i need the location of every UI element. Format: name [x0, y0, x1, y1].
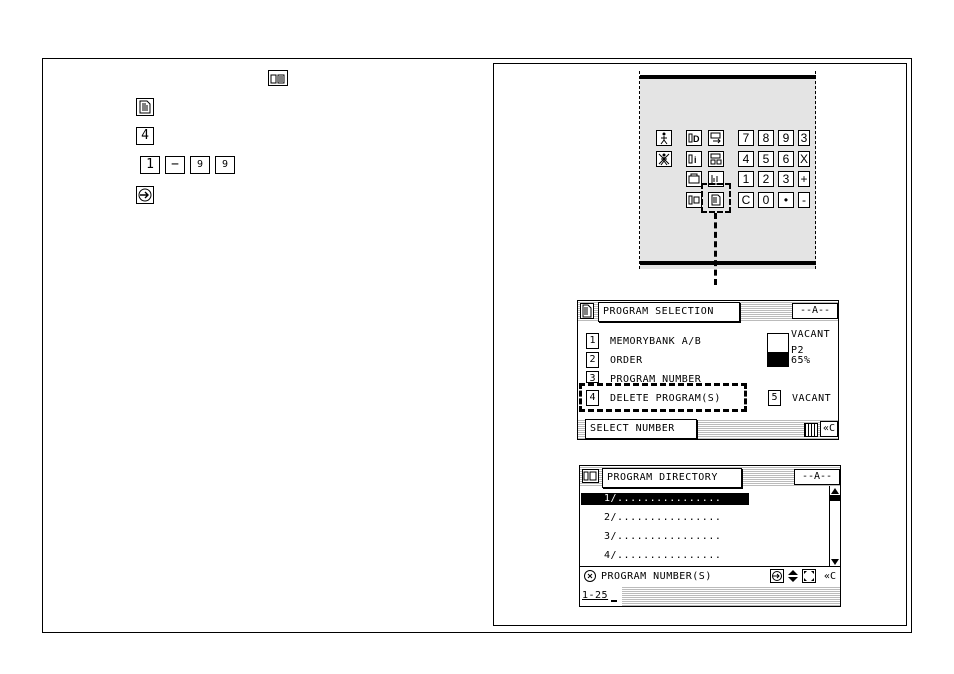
- walk-icon[interactable]: [656, 130, 672, 146]
- key-5[interactable]: 5: [758, 151, 774, 167]
- key-6[interactable]: 6: [778, 151, 794, 167]
- footer-prompt: SELECT NUMBER: [585, 419, 697, 439]
- option-label[interactable]: MEMORYBANK A/B: [610, 336, 701, 348]
- grid-icon[interactable]: [804, 423, 818, 437]
- scroll-up-arrow[interactable]: [831, 488, 839, 494]
- memory-indicator: --A--: [792, 303, 838, 319]
- svg-text:D: D: [693, 134, 700, 144]
- key-minus[interactable]: -: [798, 192, 810, 208]
- card-icon[interactable]: [686, 171, 702, 187]
- prompt-label: PROGRAM NUMBER(S): [601, 571, 712, 583]
- data-icon[interactable]: D: [686, 130, 702, 146]
- info-icon[interactable]: i: [686, 151, 702, 167]
- pointer-line: [714, 213, 717, 285]
- text-cursor: [611, 600, 617, 602]
- option-number[interactable]: 2: [586, 352, 599, 368]
- transfer-icon[interactable]: [708, 130, 724, 146]
- program-directory-icon: [582, 469, 599, 483]
- panel-top-bar: [640, 75, 816, 79]
- copy-icon[interactable]: [708, 151, 724, 167]
- key-minus: −: [165, 156, 185, 174]
- p2-percent: 65%: [791, 356, 811, 366]
- key-0[interactable]: 0: [758, 192, 774, 208]
- key-7[interactable]: 7: [738, 130, 754, 146]
- key-4: 4: [136, 127, 154, 145]
- key-9[interactable]: 9: [778, 130, 794, 146]
- back-button[interactable]: «C: [820, 421, 838, 437]
- svg-text:i: i: [694, 155, 697, 165]
- key-1[interactable]: 1: [738, 171, 754, 187]
- panel-right-edge: [815, 71, 816, 269]
- memory-icon[interactable]: [686, 192, 702, 208]
- scrollbar[interactable]: [829, 486, 840, 566]
- program-directory-icon: [268, 70, 288, 86]
- option-number[interactable]: 1: [586, 333, 599, 349]
- key-plus[interactable]: +: [798, 171, 810, 187]
- program-selection-screen: PROGRAM SELECTION --A-- 1 MEMORYBANK A/B…: [577, 300, 839, 440]
- vacant-label: VACANT: [791, 329, 830, 341]
- back-button[interactable]: «C: [820, 569, 840, 584]
- program-selection-icon: [580, 303, 594, 319]
- up-down-icon[interactable]: [786, 569, 800, 583]
- input-field[interactable]: 1-25: [580, 586, 622, 606]
- panel-left-edge: [639, 71, 640, 269]
- search-icon: [583, 569, 597, 583]
- program-directory-screen: PROGRAM DIRECTORY --A-- 1/..............…: [579, 465, 841, 607]
- selected-option-highlight: [579, 383, 747, 412]
- directory-row[interactable]: 3/................: [604, 531, 721, 543]
- directory-row[interactable]: 4/................: [604, 550, 721, 562]
- expand-icon[interactable]: [802, 569, 816, 583]
- key-8[interactable]: 8: [758, 130, 774, 146]
- screen-title: PROGRAM SELECTION: [598, 302, 740, 322]
- screen-title: PROGRAM DIRECTORY: [602, 468, 742, 488]
- key-1: 1: [140, 156, 160, 174]
- key-9: 9: [215, 156, 235, 174]
- crossed-walk-icon[interactable]: [656, 151, 672, 167]
- key-dot[interactable]: •: [778, 192, 794, 208]
- key-9: 9: [190, 156, 210, 174]
- option-number[interactable]: 5: [768, 390, 781, 406]
- key-4[interactable]: 4: [738, 151, 754, 167]
- option-label[interactable]: ORDER: [610, 355, 643, 367]
- divider: [580, 566, 840, 567]
- key-clear[interactable]: C: [738, 192, 754, 208]
- keypad-panel: D i 7 8 9 3 4 5 6 X 1 2 3 + C 0 • -: [640, 75, 816, 269]
- key-2[interactable]: 2: [758, 171, 774, 187]
- panel-bottom-bar: [640, 261, 816, 265]
- scroll-thumb[interactable]: [830, 495, 840, 501]
- key-3[interactable]: 3: [778, 171, 794, 187]
- enter-icon: [136, 186, 154, 204]
- key-3-partial[interactable]: 3: [798, 130, 810, 146]
- memory-indicator: --A--: [794, 469, 840, 485]
- directory-row[interactable]: 2/................: [604, 512, 721, 524]
- memory-usage-gauge: [767, 333, 789, 367]
- scroll-down-arrow[interactable]: [831, 559, 839, 565]
- option-number[interactable]: 3: [586, 371, 599, 383]
- focus-highlight: [701, 183, 731, 213]
- input-value: 1-25: [582, 590, 608, 601]
- directory-row[interactable]: 1/................: [604, 493, 721, 505]
- program-selection-icon: [136, 98, 154, 116]
- key-multiply[interactable]: X: [798, 151, 810, 167]
- option-label[interactable]: VACANT: [792, 393, 831, 405]
- enter-icon[interactable]: [770, 569, 784, 583]
